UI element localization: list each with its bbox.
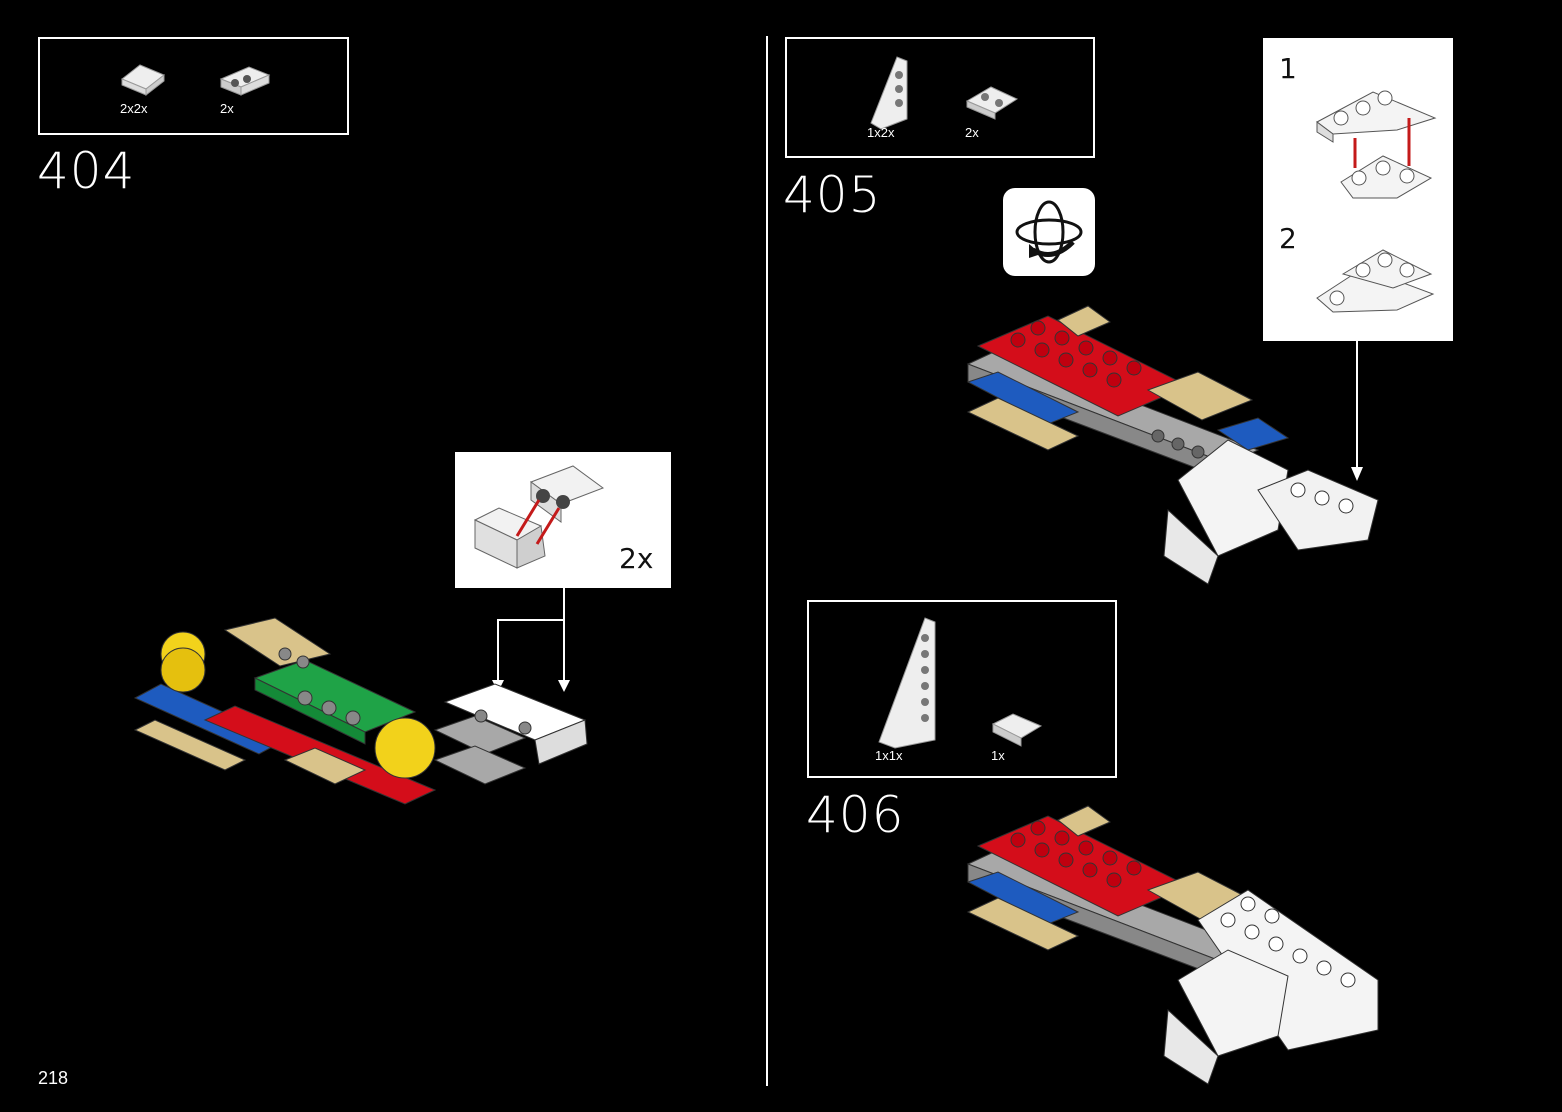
wedge-plate-icon	[870, 56, 908, 130]
callout-arrow	[1351, 341, 1363, 481]
bracket-plate-icon	[219, 66, 271, 96]
long-wedge-plate-icon	[878, 617, 936, 749]
callout-qty: 2x	[619, 542, 654, 575]
part-qty: 2x	[965, 125, 979, 140]
part-qty: 2x2x	[120, 101, 148, 116]
step-number-405: 405	[783, 166, 882, 224]
page-divider	[766, 36, 768, 1086]
callout-wedge-assembly	[1316, 90, 1437, 313]
part-qty: 1x1x	[875, 748, 903, 763]
callout-404: 2x	[455, 452, 671, 588]
part-qty: 1x	[991, 748, 1005, 763]
curved-slope-icon	[991, 713, 1043, 747]
slope-tile-icon	[121, 64, 165, 97]
model-404	[133, 617, 588, 805]
parts-box-406: 1x1x 1x	[807, 600, 1117, 778]
rotate-model-icon	[1003, 188, 1095, 276]
substep-number: 1	[1279, 52, 1297, 85]
parts-box-405: 1x2x 2x	[785, 37, 1095, 158]
subassembly-icon	[473, 465, 605, 569]
model-405	[966, 305, 1379, 585]
step-number-406: 406	[806, 786, 905, 844]
callout-405: 1 2	[1263, 38, 1453, 341]
step-number-404: 404	[37, 142, 136, 200]
substep-number: 2	[1279, 222, 1297, 255]
part-qty: 2x	[220, 101, 234, 116]
wedge-plate-small-icon	[965, 86, 1019, 120]
part-qty: 1x2x	[867, 125, 895, 140]
page-number: 218	[38, 1068, 69, 1088]
model-406	[966, 805, 1379, 1085]
parts-box-404: 2x2x 2x	[38, 37, 349, 135]
